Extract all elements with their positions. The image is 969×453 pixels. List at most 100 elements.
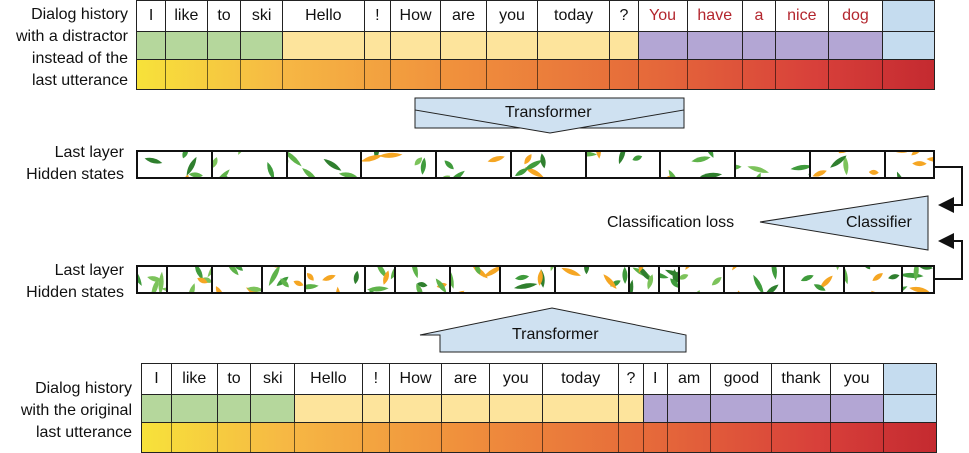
top-token: are	[441, 1, 488, 31]
bottom-segment-cell	[883, 395, 936, 422]
top-segment-cell	[282, 32, 365, 59]
bottom-hidden-state-cell	[785, 267, 846, 292]
top-position-cell	[610, 60, 639, 89]
top-hidden-state-cell	[586, 152, 662, 177]
bottom-segment-cell	[389, 395, 443, 422]
top-token: ski	[241, 1, 283, 31]
hidden-states-bottom	[136, 265, 935, 294]
top-token: ?	[610, 1, 639, 31]
transformer-top-label: Transformer	[505, 104, 592, 121]
bottom-hidden-state-cell	[660, 267, 681, 292]
bottom-hidden-state-cell	[725, 267, 786, 292]
bottom-hidden-state-cell	[556, 267, 631, 292]
bottom-segment-cell	[142, 395, 173, 422]
bottom-segment-cell	[442, 395, 490, 422]
top-position-row	[136, 59, 935, 90]
bottom-token: ski	[251, 364, 296, 394]
top-segment-cell	[207, 32, 242, 59]
top-segment-cell	[828, 32, 884, 59]
top-token: dog	[829, 1, 884, 31]
top-position-cell	[538, 60, 611, 89]
bottom-segment-cell	[542, 395, 620, 422]
bottom-token: to	[218, 364, 252, 394]
bottom-hidden-state-cell	[138, 267, 168, 292]
top-token: you	[487, 1, 538, 31]
top-segment-cell	[743, 32, 776, 59]
bottom-segment-cell	[251, 395, 296, 422]
top-segment-cell	[883, 32, 934, 59]
bottom-position-cell	[442, 423, 490, 452]
top-segment-cell	[537, 32, 611, 59]
top-position-cell	[688, 60, 744, 89]
bottom-hidden-state-cell	[680, 267, 726, 292]
top-segment-cell	[687, 32, 744, 59]
bottom-token	[883, 364, 936, 394]
bottom-segment-cell	[830, 395, 884, 422]
classifier-triangle	[759, 195, 929, 251]
bottom-hidden-state-cell	[168, 267, 213, 292]
bottom-hidden-state-cell	[501, 267, 556, 292]
top-position-cell	[137, 60, 167, 89]
top-segment-cell	[166, 32, 208, 59]
bottom-hidden-state-cell	[903, 267, 933, 292]
bottom-token: good	[711, 364, 773, 394]
bottom-position-cell	[772, 423, 831, 452]
bottom-position-cell	[668, 423, 712, 452]
top-position-cell	[208, 60, 242, 89]
bottom-position-cell	[390, 423, 443, 452]
top-hidden-state-cell	[736, 152, 811, 177]
top-position-cell	[776, 60, 829, 89]
bottom-position-row	[141, 422, 937, 453]
bottom-hidden-state-cell	[396, 267, 451, 292]
top-position-cell	[241, 60, 283, 89]
top-token: How	[391, 1, 441, 31]
bottom-hidden-state-cell	[263, 267, 306, 292]
top-position-cell	[283, 60, 365, 89]
top-token	[883, 1, 934, 31]
bottom-token: like	[172, 364, 218, 394]
bottom-segment-cell	[172, 395, 218, 422]
bottom-token: thank	[772, 364, 831, 394]
bottom-token: ?	[619, 364, 644, 394]
top-position-cell	[441, 60, 488, 89]
bottom-segment-cell	[643, 395, 668, 422]
top-token: have	[688, 1, 744, 31]
top-hidden-state-cell	[212, 152, 288, 177]
bottom-segment-cell	[217, 395, 252, 422]
bottom-position-cell	[543, 423, 620, 452]
top-segment-cell	[137, 32, 167, 59]
bottom-segment-cell	[489, 395, 543, 422]
bottom-token: !	[363, 364, 390, 394]
top-hidden-state-cell	[512, 152, 587, 177]
top-hidden-state-cell	[362, 152, 437, 177]
top-hidden-state-cell	[811, 152, 886, 177]
bottom-hidden-state-cell	[630, 267, 661, 292]
top-segment-cell	[775, 32, 829, 59]
bottom-segment-cell	[295, 395, 363, 422]
bottom-token: are	[442, 364, 490, 394]
bottom-token: I	[142, 364, 173, 394]
top-token: like	[166, 1, 208, 31]
bottom-hidden-state-cell	[213, 267, 263, 292]
top-token: a	[743, 1, 776, 31]
top-dialog-label: Dialog history with a distractor instead…	[15, 6, 128, 89]
top-segment-cell	[440, 32, 488, 59]
bottom-dialog-label: Dialog history with the original last ut…	[20, 380, 132, 441]
top-segment-row	[136, 31, 935, 60]
bottom-token: you	[490, 364, 543, 394]
bottom-token: Hello	[295, 364, 363, 394]
bottom-position-cell	[619, 423, 644, 452]
top-position-cell	[829, 60, 884, 89]
hidden-states-top	[136, 150, 935, 179]
bottom-token: today	[543, 364, 620, 394]
bottom-segment-cell	[711, 395, 773, 422]
classifier-label: Classifier	[846, 214, 912, 231]
bottom-segment-cell	[772, 395, 831, 422]
top-segment-cell	[391, 32, 441, 59]
bottom-segment-cell	[619, 395, 644, 422]
bottom-position-cell	[363, 423, 390, 452]
bottom-hidden-state-cell	[305, 267, 366, 292]
